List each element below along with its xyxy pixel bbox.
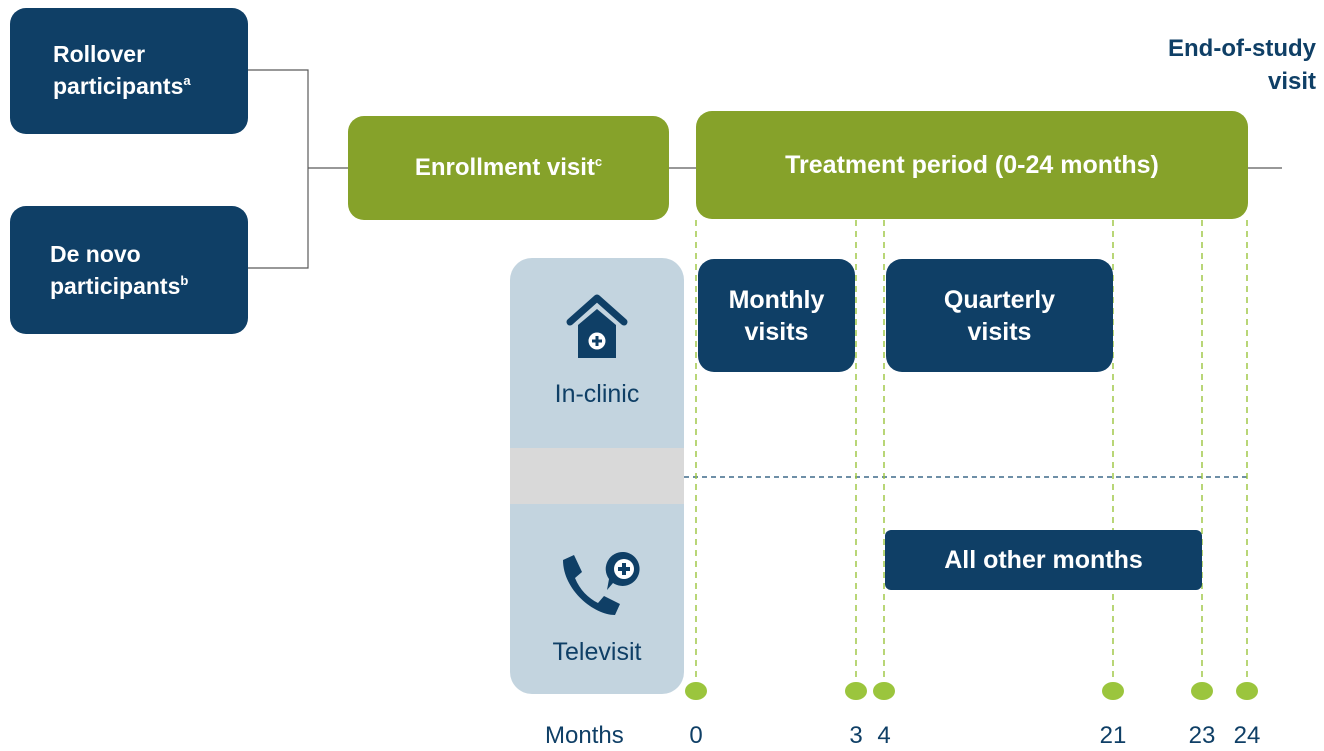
all-other-months-label: All other months: [944, 545, 1143, 574]
month-marker-3: [845, 682, 867, 700]
month-tick-0: 0: [689, 722, 703, 749]
month-marker-24: [1236, 682, 1258, 700]
month-marker-4: [873, 682, 895, 700]
end-of-study-line1: End-of-study: [1168, 35, 1316, 62]
month-marker-23: [1191, 682, 1213, 700]
televisit-label: Televisit: [552, 638, 642, 666]
month-tick-23: 23: [1188, 722, 1216, 749]
mode-divider-band: [510, 448, 684, 504]
de-novo-participants-label: De novo participantsb: [50, 241, 189, 299]
end-of-study-label: End-of-study visit: [1168, 32, 1316, 98]
month-tick-21: 21: [1099, 722, 1127, 749]
visit-mode-panel: In-clinic Televisit: [510, 258, 684, 694]
all-other-months-box: All other months: [885, 530, 1202, 590]
participant-bracket-line: [248, 69, 309, 269]
month-marker-21: [1102, 682, 1124, 700]
enrollment-visit-box: Enrollment visitc: [348, 116, 669, 220]
rollover-participants-box: Rollover participantsa: [10, 8, 248, 134]
month-tick-3: 3: [849, 722, 863, 749]
de-novo-participants-box: De novo participantsb: [10, 206, 248, 334]
phone-medical-icon: [563, 551, 640, 615]
month-tick-24: 24: [1233, 722, 1261, 749]
end-of-study-line2: visit: [1267, 68, 1316, 95]
rollover-participants-label: Rollover participantsa: [53, 41, 191, 99]
treatment-period-label: Treatment period (0-24 months): [785, 150, 1159, 179]
months-axis-label: Months: [545, 722, 624, 749]
enrollment-visit-label: Enrollment visitc: [414, 154, 603, 181]
month-tick-4: 4: [877, 722, 891, 749]
treatment-period-box: Treatment period (0-24 months): [696, 111, 1248, 219]
in-clinic-label: In-clinic: [554, 380, 640, 408]
month-marker-0: [685, 682, 707, 700]
clinic-house-icon: [566, 294, 628, 358]
